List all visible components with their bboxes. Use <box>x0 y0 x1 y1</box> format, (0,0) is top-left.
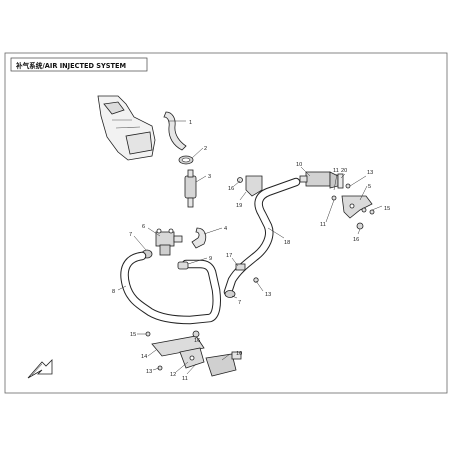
callout-9: 9 <box>209 256 212 262</box>
bracket-12 <box>179 347 205 369</box>
bolt-13a <box>253 277 259 283</box>
bolt-15b <box>145 331 151 337</box>
callout-13b: 13 <box>367 170 373 176</box>
callout-8: 8 <box>112 289 115 295</box>
callout-15b: 15 <box>130 332 136 338</box>
callout-18: 18 <box>284 240 290 246</box>
callout-19: 19 <box>236 203 242 209</box>
callout-17: 17 <box>226 253 232 259</box>
callout-7b: 7 <box>238 300 241 306</box>
nut-16a <box>237 177 243 183</box>
callout-labels: 1 2 3 4 5 6 7 7 8 9 10 10 11 11 11 12 13… <box>112 120 390 382</box>
title-box <box>10 57 148 72</box>
callout-4: 4 <box>224 226 227 232</box>
bracket-5 <box>341 195 373 219</box>
hose-1 <box>163 111 187 151</box>
callout-3: 3 <box>208 174 211 180</box>
callout-11c: 11 <box>182 376 188 382</box>
callout-11b: 11 <box>320 222 326 228</box>
diagram-title: 补气系统/AIR INJECTED SYSTEM <box>15 61 126 70</box>
leader-lines <box>117 120 383 375</box>
nut-16c <box>356 222 364 230</box>
callout-16c: 16 <box>353 237 359 243</box>
callout-11a: 11 <box>333 168 339 174</box>
callout-13a: 13 <box>265 292 271 298</box>
reed-valve-10a <box>299 171 339 189</box>
callout-13c: 13 <box>146 369 152 375</box>
clamp-2 <box>178 155 194 165</box>
bolt-13b <box>345 183 351 189</box>
solenoid-valve-6 <box>155 228 183 256</box>
reed-valve-10b <box>205 351 242 377</box>
hose-8 <box>120 251 221 325</box>
hose-fitting-9 <box>177 261 189 270</box>
gasket-20 <box>337 173 344 189</box>
callout-5: 5 <box>368 184 371 190</box>
front-direction-arrow-icon <box>27 359 53 379</box>
air-filter-housing <box>97 95 156 161</box>
callout-14: 14 <box>141 354 147 360</box>
callout-16a: 16 <box>228 186 234 192</box>
callout-10b: 10 <box>236 351 242 357</box>
callout-10a: 10 <box>296 162 302 168</box>
callout-15a: 15 <box>384 206 390 212</box>
bracket-14 <box>151 335 205 357</box>
callout-6: 6 <box>142 224 145 230</box>
elbow-hose-4 <box>191 227 207 249</box>
callout-20: 20 <box>341 168 347 174</box>
bolts-15 <box>361 207 375 215</box>
bracket-19 <box>245 175 263 197</box>
callout-16b: 16 <box>194 338 200 344</box>
grommet-7b <box>224 290 236 298</box>
callout-7a: 7 <box>129 232 132 238</box>
diagram-frame <box>4 52 448 394</box>
callout-12: 12 <box>170 372 176 378</box>
bolt-13c <box>157 365 163 371</box>
connector-17 <box>235 263 246 271</box>
hose-18 <box>223 177 301 297</box>
check-valve-3 <box>184 169 197 208</box>
clip-11a <box>331 195 337 201</box>
callout-1: 1 <box>189 120 192 126</box>
callout-2: 2 <box>204 146 207 152</box>
